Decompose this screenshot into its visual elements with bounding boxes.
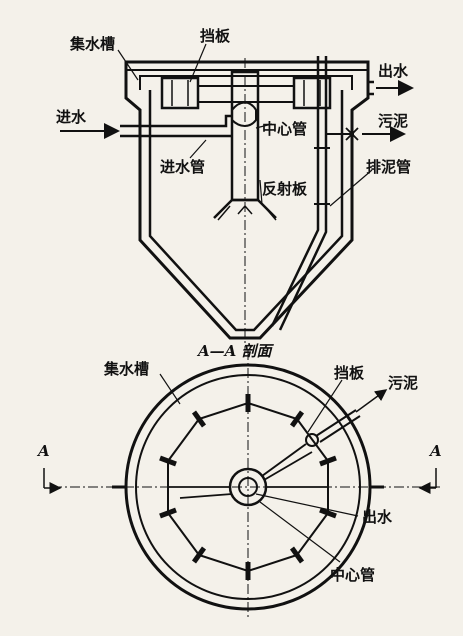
label-center-pipe-top: 中心管: [262, 120, 307, 138]
label-baffle-top: 挡板: [200, 27, 231, 45]
label-inlet-pipe: 进水管: [160, 158, 205, 176]
collect-trough-section: [139, 75, 353, 90]
plan-sludge-pipe: [305, 433, 319, 447]
plan-view: 集水槽 挡板 污泥 A A 出水 中心管: [36, 350, 442, 618]
plan-sludge-arrow: [355, 389, 388, 413]
sludge-valve-icon: [345, 127, 359, 141]
label-collect-trough-top: 集水槽: [69, 35, 115, 53]
label-center-pipe-bottom: 中心管: [330, 566, 375, 584]
label-inlet: 进水: [56, 108, 87, 126]
plan-center-pipe-inner: [238, 477, 258, 497]
label-sludge-top: 污泥: [378, 112, 408, 130]
distributor-beam: [197, 85, 295, 103]
vertical-section-view: 集水槽 挡板 出水 进水 污泥 中心管 进水管 排泥管 反射板: [56, 27, 414, 350]
baffle-right: [292, 76, 332, 110]
section-mark-left: A: [36, 442, 50, 460]
label-outlet-bottom: 出水: [362, 508, 393, 526]
section-mark-right: A: [428, 442, 442, 460]
plan-center-pipe-outer: [228, 467, 268, 507]
label-collect-trough-bottom: 集水槽: [103, 360, 149, 378]
section-title: A—A 剖面: [196, 342, 274, 360]
sludge-pipe: [270, 56, 320, 327]
label-outlet-top: 出水: [378, 62, 409, 80]
baffle-left: [160, 76, 200, 110]
label-baffle-bottom: 挡板: [334, 364, 365, 382]
label-sludge-pipe: 排泥管: [366, 158, 411, 176]
tank-outer-wall: [124, 60, 370, 340]
label-reflector: 反射板: [262, 180, 308, 198]
inlet-pipe: [120, 114, 232, 128]
label-sludge-bottom: 污泥: [388, 374, 418, 392]
